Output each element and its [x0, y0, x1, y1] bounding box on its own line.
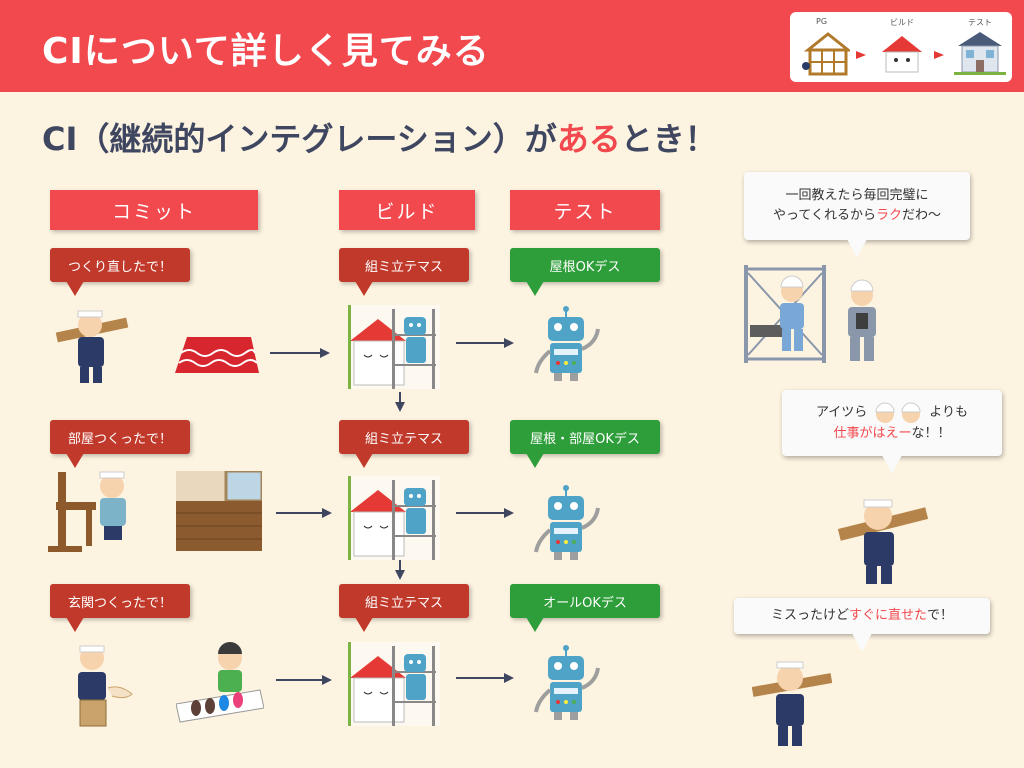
process-label-pg: PG [816, 17, 827, 26]
bubble3-line: ミスったけどすぐに直せたで！ [771, 606, 953, 626]
carpenter-with-lumber-illustration [752, 656, 832, 748]
bubble2-line2-highlight: 仕事がはえー [833, 426, 911, 441]
flow-arrow-right [456, 671, 514, 685]
page-title: CIについて詳しく見てみる [42, 22, 490, 74]
construction-workers-illustration [744, 265, 884, 365]
roof-piece-icon [175, 335, 259, 375]
robot-tester-illustration [530, 305, 606, 383]
bubble2-line1-pre: アイツら [816, 403, 867, 423]
test-bubble-2: 屋根・部屋OKデス [510, 420, 660, 454]
bubble2-line1-post: よりも [929, 403, 968, 423]
heading-accent: ある [557, 120, 621, 158]
column-header-build: ビルド [339, 190, 475, 230]
bubble1-line2: やってくれるからラクだわ〜 [773, 206, 941, 226]
commit-bubble-1: つくり直したで！ [50, 248, 190, 282]
bubble3-pre: ミスったけど [771, 608, 849, 623]
process-label-build: ビルド [890, 17, 914, 28]
column-header-commit: コミット [50, 190, 258, 230]
bubble2-line1: アイツら よりも [816, 402, 968, 424]
heading-part2: とき！ [621, 120, 717, 158]
comment-bubble-easy: 一回教えたら毎回完璧に やってくれるからラクだわ〜 [744, 172, 970, 240]
build-bubble-1: 組ミ立テマス [339, 248, 469, 282]
house-frame-icon [800, 30, 850, 76]
carpenter-with-tools-illustration [66, 640, 140, 730]
commit-bubble-2: 部屋つくったで！ [50, 420, 190, 454]
build-bubble-2: 組ミ立テマス [339, 420, 469, 454]
comment-bubble-fixed: ミスったけどすぐに直せたで！ [734, 598, 990, 634]
robot-building-house-illustration [348, 642, 440, 726]
robot-tester-illustration [530, 484, 606, 562]
commit-bubble-3: 玄関つくったで！ [50, 584, 190, 618]
arrow-right-icon [856, 50, 866, 60]
flow-arrow-right [456, 336, 514, 350]
flow-arrow-right [276, 673, 332, 687]
process-overview: PG ビルド テスト [790, 12, 1012, 82]
carpenter-with-lumber-illustration [52, 305, 132, 385]
comment-bubble-faster: アイツら よりも 仕事がはえーな！！ [782, 390, 1002, 456]
carpenter-with-lumber-illustration [838, 492, 930, 586]
bubble2-line2: 仕事がはえーな！！ [833, 424, 950, 444]
test-bubble-3: オールOKデス [510, 584, 660, 618]
flow-arrow-down [393, 392, 407, 412]
build-bubble-3: 組ミ立テマス [339, 584, 469, 618]
workers-faces-icon [873, 402, 923, 424]
flow-arrow-right [276, 506, 332, 520]
column-header-test: テスト [510, 190, 660, 230]
flow-arrow-right [456, 506, 514, 520]
arrow-right-icon [934, 50, 944, 60]
wooden-room-photo [176, 471, 262, 551]
robot-building-house-illustration [348, 305, 440, 389]
flow-arrow-right [270, 346, 330, 360]
heading-part1: CI（継続的インテグレーション）が [42, 120, 557, 158]
bubble1-line2-post: だわ〜 [902, 208, 941, 223]
house-icon [878, 34, 926, 74]
bubble1-line1: 一回教えたら毎回完璧に [785, 186, 928, 206]
bubble1-line2-pre: やってくれるから [773, 208, 876, 223]
robot-building-house-illustration [348, 476, 440, 560]
finished-house-icon [954, 30, 1006, 76]
bubble2-line2-post: な！！ [912, 426, 951, 441]
bubble1-line2-highlight: ラク [876, 208, 902, 223]
bubble3-highlight: すぐに直せた [849, 608, 927, 623]
process-label-test: テスト [968, 17, 992, 28]
robot-tester-illustration [530, 644, 606, 722]
test-bubble-1: 屋根OKデス [510, 248, 660, 282]
bubble3-post: で！ [927, 608, 953, 623]
section-heading: CI（継続的インテグレーション）があるとき！ [42, 114, 717, 160]
header-bar: CIについて詳しく見てみる PG ビルド テスト [0, 0, 1024, 92]
child-with-shoes-illustration [176, 640, 264, 724]
carpenter-building-chair-illustration [48, 462, 130, 554]
flow-arrow-down [393, 560, 407, 580]
